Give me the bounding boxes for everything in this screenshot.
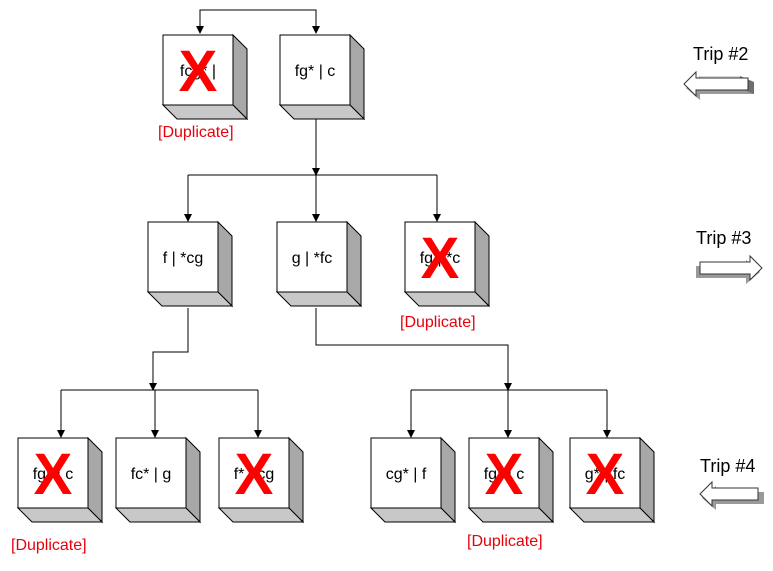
state-box: fc* | g xyxy=(114,436,202,524)
state-label: g | *fc xyxy=(292,250,333,267)
state-box: fg* | c xyxy=(278,33,366,121)
left-arrow-icon xyxy=(683,70,754,100)
box-bottom xyxy=(146,291,234,307)
box-face xyxy=(115,437,187,509)
left-arrow-icon xyxy=(699,480,764,510)
state-box: g | *fc xyxy=(275,220,363,308)
state-label: f | *cg xyxy=(163,250,204,267)
state-box: fg* | cX xyxy=(16,436,104,524)
box-face xyxy=(569,437,641,509)
state-box: fg* | cX xyxy=(467,436,555,524)
connector-top xyxy=(199,9,317,33)
state-label: g* | fc xyxy=(585,466,626,483)
box-bottom xyxy=(369,507,457,523)
box-bottom xyxy=(467,507,555,523)
box-face xyxy=(404,221,476,293)
box-bottom xyxy=(568,507,656,523)
box-face xyxy=(279,34,351,106)
box-bottom xyxy=(217,507,305,523)
box-face xyxy=(162,34,234,106)
state-box: cg* | f xyxy=(369,436,457,524)
box-bottom xyxy=(114,507,202,523)
box-bottom xyxy=(16,507,104,523)
trip-legend: Trip #2 Trip #3 Trip #4 xyxy=(683,44,764,510)
state-box: fg | *cX xyxy=(403,220,491,308)
state-label: fcg* | xyxy=(180,63,216,80)
state-label: cg* | f xyxy=(386,466,427,483)
trip-label: Trip #2 xyxy=(693,44,748,64)
cross-mark: X xyxy=(421,226,460,291)
connector-n3-down xyxy=(149,308,189,391)
box-face xyxy=(468,437,540,509)
state-label: f* | cg xyxy=(234,466,275,483)
cross-mark: X xyxy=(586,442,625,507)
cross-mark: X xyxy=(34,442,73,507)
cross-mark: X xyxy=(235,442,274,507)
box-face xyxy=(218,437,290,509)
box-bottom xyxy=(275,291,363,307)
box-bottom xyxy=(278,104,366,120)
state-box: fcg* |X xyxy=(161,33,249,121)
state-label: fg | *c xyxy=(420,250,461,267)
right-arrow-icon xyxy=(696,254,763,284)
duplicate-note: [Duplicate] xyxy=(467,533,543,550)
state-label: fg* | c xyxy=(484,466,525,483)
state-label: fg* | c xyxy=(295,63,336,80)
trip-label: Trip #4 xyxy=(700,456,755,476)
state-label: fg* | c xyxy=(33,466,74,483)
duplicate-note: [Duplicate] xyxy=(11,537,87,554)
connectors xyxy=(57,9,611,438)
trip-label: Trip #3 xyxy=(696,228,751,248)
box-face xyxy=(17,437,89,509)
state-label: fc* | g xyxy=(131,466,172,483)
box-face xyxy=(276,221,348,293)
state-box: g* | fcX xyxy=(568,436,656,524)
box-face xyxy=(147,221,219,293)
box-face xyxy=(370,437,442,509)
state-nodes: fcg* |X fg* | c f | *cg g | *fc fg | *cX… xyxy=(16,33,656,524)
duplicate-note: [Duplicate] xyxy=(400,314,476,331)
box-bottom xyxy=(403,291,491,307)
duplicate-note: [Duplicate] xyxy=(158,124,234,141)
cross-mark: X xyxy=(179,39,218,104)
box-bottom xyxy=(161,104,249,120)
cross-mark: X xyxy=(485,442,524,507)
state-box: f | *cg xyxy=(146,220,234,308)
connector-n4-down xyxy=(315,308,512,391)
state-box: f* | cgX xyxy=(217,436,305,524)
duplicate-notes: [Duplicate] [Duplicate] [Duplicate] [Dup… xyxy=(11,124,543,554)
